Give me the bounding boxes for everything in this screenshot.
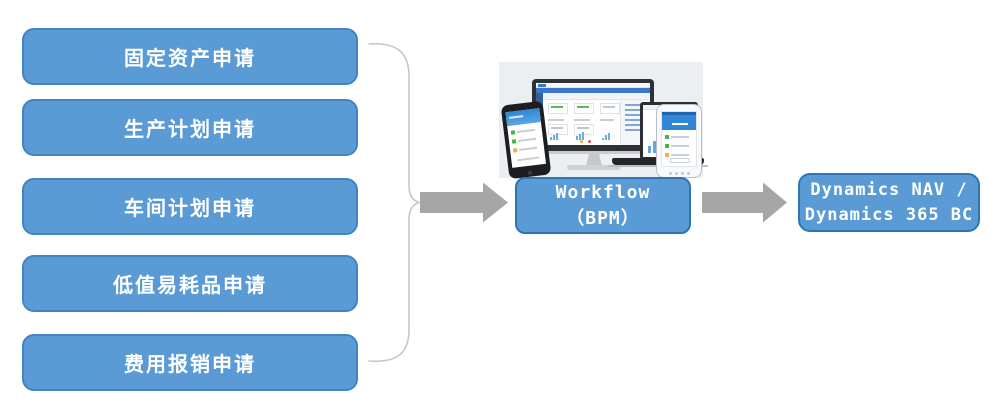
phone-nav-dots <box>669 172 690 175</box>
screen-navbar <box>536 88 650 93</box>
request-box-workshop-plan: 车间计划申请 <box>22 178 358 235</box>
arrow-to-workflow-icon <box>420 182 508 223</box>
home-button <box>527 170 533 175</box>
request-box-label: 生产计划申请 <box>124 117 256 141</box>
request-box-expense-reimbursement: 费用报销申请 <box>22 334 358 391</box>
workflow-box-line1: Workflow <box>555 181 651 203</box>
workflow-bpm-box: Workflow （BPM） <box>515 177 691 234</box>
request-box-production-plan: 生产计划申请 <box>22 99 358 156</box>
arrow-to-dynamics-icon <box>702 182 787 223</box>
screen-toolbar <box>543 93 650 100</box>
curly-brace-connector <box>368 42 422 363</box>
dynamics-box-line1: Dynamics NAV / <box>810 179 968 200</box>
smartphone-left <box>500 100 552 180</box>
dynamics-target-box: Dynamics NAV / Dynamics 365 BC <box>798 173 980 232</box>
devices-illustration <box>499 62 708 180</box>
request-box-label: 车间计划申请 <box>124 196 256 220</box>
smartphone-right <box>656 104 702 178</box>
dynamics-box-line2: Dynamics 365 BC <box>804 204 974 225</box>
app-logo-icon <box>538 84 546 87</box>
request-box-fixed-assets: 固定资产申请 <box>22 28 358 85</box>
monitor-chin <box>532 151 654 154</box>
request-box-label: 固定资产申请 <box>124 46 256 70</box>
request-box-label: 低值易耗品申请 <box>113 273 267 297</box>
request-box-label: 费用报销申请 <box>124 352 256 376</box>
monitor-stand-base <box>567 165 621 170</box>
request-box-consumables: 低值易耗品申请 <box>22 255 358 312</box>
workflow-box-line2: （BPM） <box>566 207 640 229</box>
monitor-stand-neck <box>586 154 602 166</box>
browser-chrome <box>536 83 650 88</box>
monitor-screen <box>536 83 650 145</box>
